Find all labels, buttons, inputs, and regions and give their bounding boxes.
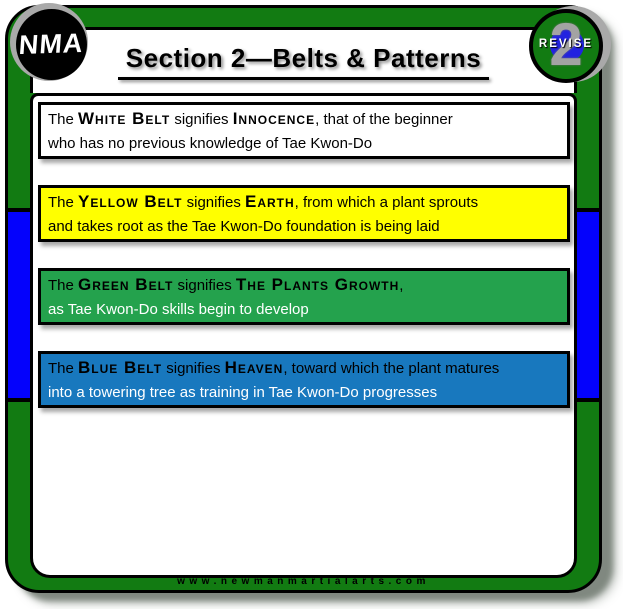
- footer-url: www.newmanmartialarts.com: [177, 576, 430, 587]
- line1-rest: , that of the beginner: [315, 111, 453, 128]
- yellow-belt-card: The Yellow Belt signifies Earth, from wh…: [38, 185, 570, 242]
- logo-text: NMA: [18, 27, 85, 61]
- belt-name-text: Yellow Belt: [78, 192, 183, 211]
- line1-rest: ,: [399, 277, 404, 294]
- line1-mid: signifies: [182, 194, 245, 211]
- header: Section 2—Belts & Patterns: [30, 27, 577, 93]
- blue-belt-card: The Blue Belt signifies Heaven, toward w…: [38, 351, 570, 408]
- card-frame: Section 2—Belts & Patterns The White Bel…: [5, 5, 602, 593]
- badge-blue-dot: [550, 28, 584, 62]
- yellow-belt-line-2: and takes root as the Tae Kwon-Do founda…: [48, 218, 440, 235]
- green-belt-line-1: The Green Belt signifies The Plants Grow…: [48, 273, 561, 298]
- line1-mid: signifies: [162, 360, 225, 377]
- green-belt-line-2: as Tae Kwon-Do skills begin to develop: [48, 301, 309, 318]
- logo-circle: NMA: [16, 9, 87, 80]
- belt-name-text: White Belt: [78, 109, 171, 128]
- yellow-belt-line-1: The Yellow Belt signifies Earth, from wh…: [48, 190, 561, 215]
- blue-belt-line-1: The Blue Belt signifies Heaven, toward w…: [48, 356, 561, 381]
- white-belt-card: The White Belt signifies Innocence, that…: [38, 102, 570, 159]
- line1-prefix: The: [48, 360, 79, 377]
- line1-rest: , from which a plant sprouts: [294, 194, 479, 211]
- line1-prefix: The: [48, 277, 79, 294]
- belt-keyword-text: Innocence: [232, 109, 316, 128]
- belt-panel: The White Belt signifies Innocence, that…: [30, 93, 577, 578]
- line1-mid: signifies: [170, 111, 233, 128]
- badge-circle: 2 REVISE: [529, 9, 603, 83]
- badge-label: REVISE: [538, 38, 594, 50]
- line1-prefix: The: [48, 111, 79, 128]
- page-title: Section 2—Belts & Patterns: [117, 43, 490, 80]
- white-belt-line-1: The White Belt signifies Innocence, that…: [48, 107, 561, 132]
- revise-badge: 2 REVISE: [523, 0, 623, 100]
- white-belt-line-2: who has no previous knowledge of Tae Kwo…: [48, 135, 373, 152]
- blue-belt-line-2: into a towering tree as training in Tae …: [48, 384, 438, 401]
- line1-rest: , toward which the plant matures: [283, 360, 500, 377]
- left-blue-belt-stripe: [8, 208, 30, 402]
- line1-prefix: The: [48, 194, 79, 211]
- belt-name-text: Green Belt: [78, 275, 174, 294]
- belt-keyword-text: Earth: [244, 192, 295, 211]
- line1-mid: signifies: [173, 277, 236, 294]
- green-belt-card: The Green Belt signifies The Plants Grow…: [38, 268, 570, 325]
- nma-logo: NMA: [0, 0, 100, 100]
- belt-name-text: Blue Belt: [78, 358, 163, 377]
- belt-keyword-text: Heaven: [224, 358, 284, 377]
- belt-keyword-text: The Plants Growth: [235, 275, 400, 294]
- badge-number: 2: [549, 11, 583, 78]
- right-blue-belt-stripe: [577, 208, 599, 402]
